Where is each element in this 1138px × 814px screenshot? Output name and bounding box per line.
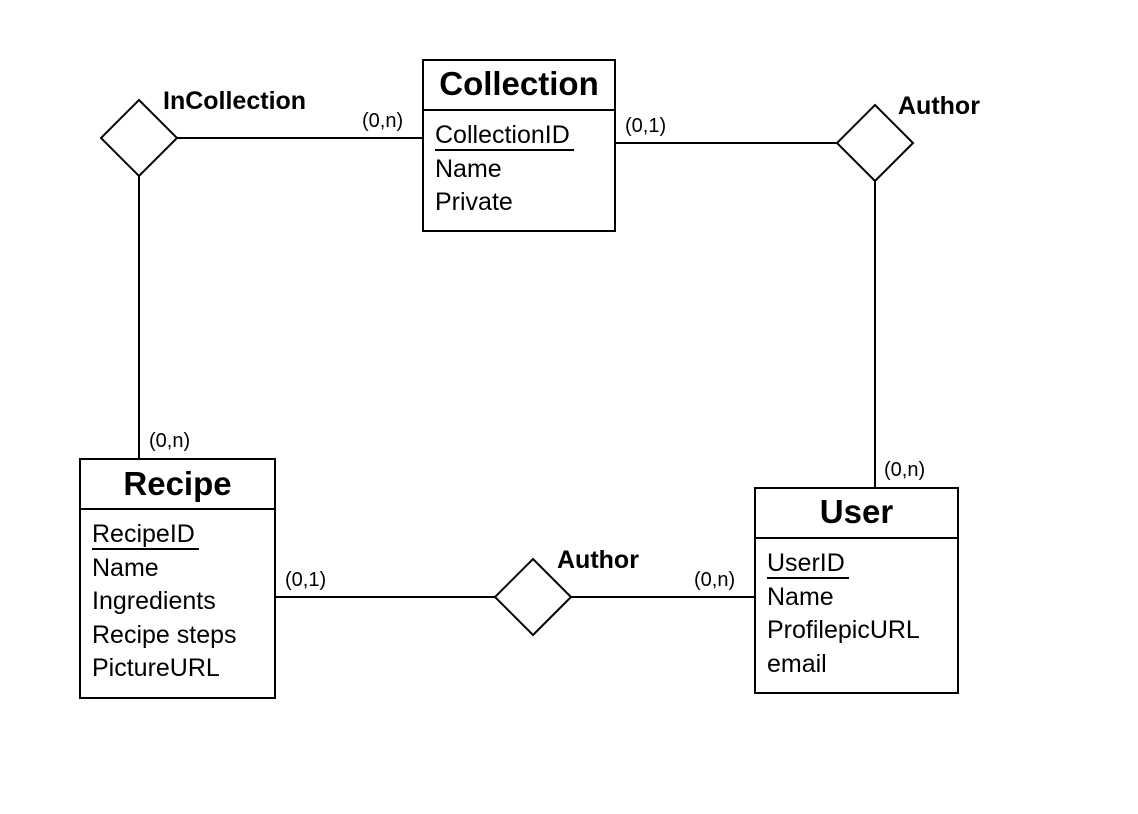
recipe-attribute-list: RecipeID Name Ingredients Recipe steps P… bbox=[81, 510, 274, 686]
collection-entity: Collection CollectionID Name Private bbox=[422, 59, 616, 232]
recipe-entity: Recipe RecipeID Name Ingredients Recipe … bbox=[79, 458, 276, 699]
collection-primary-key: CollectionID bbox=[435, 121, 574, 151]
cardinality-label: (0,1) bbox=[625, 115, 667, 137]
cardinality-label: (0,1) bbox=[285, 569, 327, 591]
user-primary-key: UserID bbox=[767, 549, 849, 579]
cardinality-label: (0,n) bbox=[149, 430, 191, 452]
cardinality-label: (0,n) bbox=[694, 569, 736, 591]
collection-attribute: Name bbox=[435, 154, 502, 183]
recipe-author-relationship-diamond bbox=[493, 557, 573, 637]
user-entity-title: User bbox=[756, 489, 957, 539]
incollection-relationship-diamond bbox=[99, 98, 179, 178]
collection-attribute: Private bbox=[435, 188, 513, 216]
recipe-entity-title: Recipe bbox=[81, 460, 274, 510]
recipe-primary-key: RecipeID bbox=[92, 520, 199, 550]
cardinality-label: (0,n) bbox=[884, 459, 926, 481]
cardinality-label: (0,n) bbox=[362, 110, 404, 132]
recipe-attribute: Ingredients bbox=[92, 587, 216, 615]
recipe-author-relationship-label: Author bbox=[557, 546, 639, 574]
recipe-attribute: Recipe steps bbox=[92, 620, 237, 649]
user-attribute-list: UserID Name ProfilepicURL email bbox=[756, 539, 957, 681]
recipe-attribute: Name bbox=[92, 553, 159, 582]
user-entity: User UserID Name ProfilepicURL email bbox=[754, 487, 959, 694]
incollection-relationship-label: InCollection bbox=[163, 87, 307, 115]
collection-author-relationship-diamond bbox=[835, 103, 915, 183]
user-attribute: ProfilepicURL bbox=[767, 616, 920, 644]
user-attribute: Name bbox=[767, 582, 834, 611]
collection-author-relationship-label: Author bbox=[898, 92, 980, 120]
collection-entity-title: Collection bbox=[424, 61, 614, 111]
collection-attribute-list: CollectionID Name Private bbox=[424, 111, 614, 220]
recipe-attribute: PictureURL bbox=[92, 654, 220, 682]
user-attribute: email bbox=[767, 649, 827, 678]
